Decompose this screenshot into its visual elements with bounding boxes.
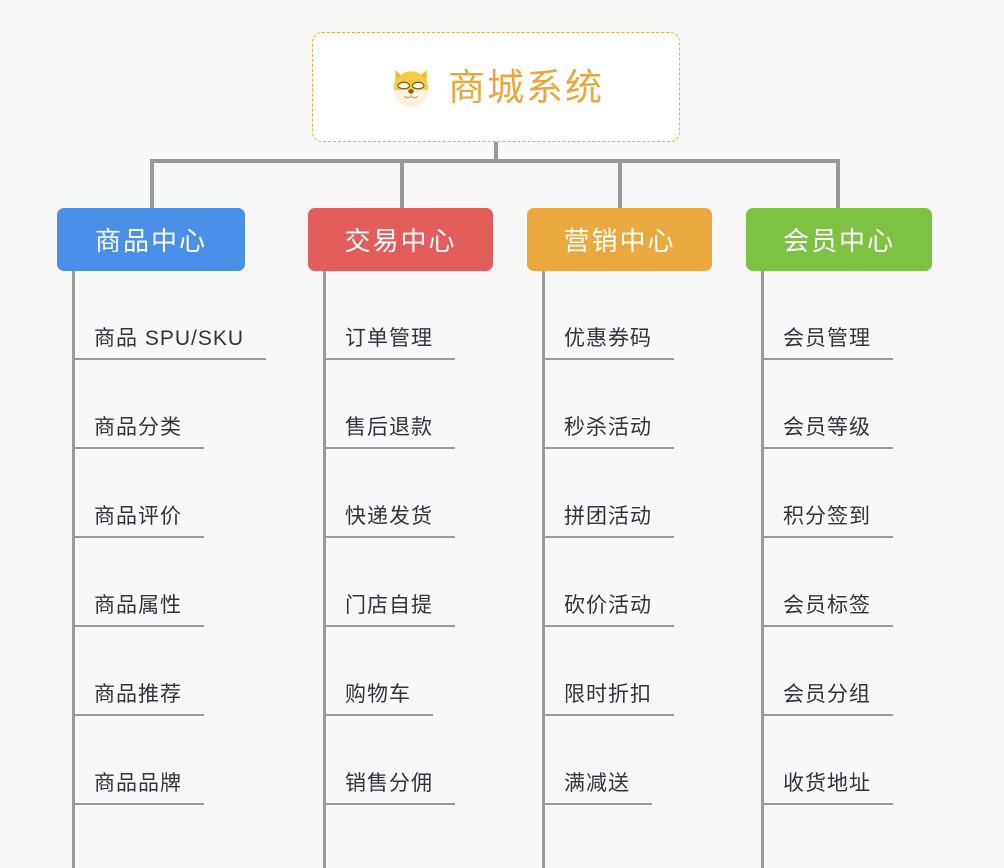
leaf-label: 商品分类	[72, 417, 204, 449]
root-title: 商城系统	[448, 66, 604, 108]
leaf-label: 商品 SPU/SKU	[72, 328, 267, 360]
leaf-list-2: 订单管理 售后退款 快递发货 门店自提 购物车 销售分佣	[308, 271, 493, 805]
leaf-label: 会员标签	[761, 595, 893, 627]
category-label-3: 营销中心	[563, 226, 676, 256]
leaf-label: 快递发货	[323, 506, 455, 538]
leaf-item[interactable]: 限时折扣	[527, 627, 712, 716]
leaf-item[interactable]: 优惠券码	[527, 271, 712, 360]
leaf-label: 拼团活动	[542, 506, 674, 538]
category-label-2: 交易中心	[344, 226, 457, 256]
leaf-label: 秒杀活动	[542, 417, 674, 449]
category-header-4[interactable]: 会员中心	[746, 208, 932, 271]
leaf-item[interactable]: 会员标签	[746, 538, 932, 627]
leaf-label: 商品评价	[72, 506, 204, 538]
connector-drop-2	[400, 159, 404, 208]
leaf-label: 会员等级	[761, 417, 893, 449]
leaf-item[interactable]: 收货地址	[746, 716, 932, 805]
root-node[interactable]: 商城系统	[312, 32, 680, 142]
connector-root-stem	[494, 142, 498, 162]
leaf-label: 售后退款	[323, 417, 455, 449]
category-header-2[interactable]: 交易中心	[308, 208, 493, 271]
leaf-item[interactable]: 快递发货	[308, 449, 493, 538]
leaf-label: 购物车	[323, 684, 433, 716]
leaf-item[interactable]: 商品 SPU/SKU	[57, 271, 267, 360]
connector-drop-4	[836, 159, 840, 208]
leaf-label: 积分签到	[761, 506, 893, 538]
category-header-3[interactable]: 营销中心	[527, 208, 712, 271]
branch-column-3: 营销中心 优惠券码 秒杀活动 拼团活动 砍价活动 限时折扣 满减送	[527, 208, 712, 868]
category-header-1[interactable]: 商品中心	[57, 208, 245, 271]
branch-column-2: 交易中心 订单管理 售后退款 快递发货 门店自提 购物车 销售分佣	[308, 208, 493, 868]
connector-horizontal-bus	[150, 159, 840, 163]
leaf-item[interactable]: 拼团活动	[527, 449, 712, 538]
leaf-item[interactable]: 会员分组	[746, 627, 932, 716]
leaf-label: 商品属性	[72, 595, 204, 627]
leaf-list-1: 商品 SPU/SKU 商品分类 商品评价 商品属性 商品推荐 商品品牌	[57, 271, 267, 805]
leaf-label: 限时折扣	[542, 684, 674, 716]
leaf-label: 优惠券码	[542, 328, 674, 360]
leaf-item[interactable]: 订单管理	[308, 271, 493, 360]
branch-spine-1	[72, 271, 75, 868]
leaf-item[interactable]: 商品品牌	[57, 716, 245, 805]
connector-drop-3	[618, 159, 622, 208]
leaf-item[interactable]: 会员等级	[746, 360, 932, 449]
leaf-item[interactable]: 砍价活动	[527, 538, 712, 627]
leaf-label: 门店自提	[323, 595, 455, 627]
mindmap-canvas: 商城系统 商品中心 商品 SPU/SKU 商品分类 商品评价 商品属性 商品推荐…	[57, 32, 932, 868]
leaf-item[interactable]: 商品属性	[57, 538, 245, 627]
leaf-item[interactable]: 商品分类	[57, 360, 245, 449]
leaf-label: 销售分佣	[323, 773, 455, 805]
leaf-item[interactable]: 满减送	[527, 716, 712, 805]
leaf-list-4: 会员管理 会员等级 积分签到 会员标签 会员分组 收货地址	[746, 271, 932, 805]
branch-column-1: 商品中心 商品 SPU/SKU 商品分类 商品评价 商品属性 商品推荐 商品品牌	[57, 208, 267, 868]
leaf-item[interactable]: 门店自提	[308, 538, 493, 627]
leaf-label: 收货地址	[761, 773, 893, 805]
leaf-list-3: 优惠券码 秒杀活动 拼团活动 砍价活动 限时折扣 满减送	[527, 271, 712, 805]
leaf-label: 商品推荐	[72, 684, 204, 716]
connector-drop-1	[150, 159, 154, 208]
branch-column-4: 会员中心 会员管理 会员等级 积分签到 会员标签 会员分组 收货地址	[746, 208, 932, 868]
leaf-item[interactable]: 商品评价	[57, 449, 245, 538]
leaf-label: 砍价活动	[542, 595, 674, 627]
shiba-dog-icon	[393, 69, 429, 108]
leaf-item[interactable]: 秒杀活动	[527, 360, 712, 449]
leaf-item[interactable]: 会员管理	[746, 271, 932, 360]
leaf-label: 会员分组	[761, 684, 893, 716]
category-label-4: 会员中心	[782, 226, 895, 256]
leaf-label: 满减送	[542, 773, 652, 805]
branch-spine-2	[323, 271, 326, 868]
leaf-label: 会员管理	[761, 328, 893, 360]
leaf-item[interactable]: 销售分佣	[308, 716, 493, 805]
leaf-label: 订单管理	[323, 328, 455, 360]
branch-spine-4	[761, 271, 764, 868]
branch-spine-3	[542, 271, 545, 868]
leaf-item[interactable]: 积分签到	[746, 449, 932, 538]
leaf-item[interactable]: 商品推荐	[57, 627, 245, 716]
leaf-label: 商品品牌	[72, 773, 204, 805]
leaf-item[interactable]: 售后退款	[308, 360, 493, 449]
leaf-item[interactable]: 购物车	[308, 627, 493, 716]
category-label-1: 商品中心	[94, 226, 207, 256]
